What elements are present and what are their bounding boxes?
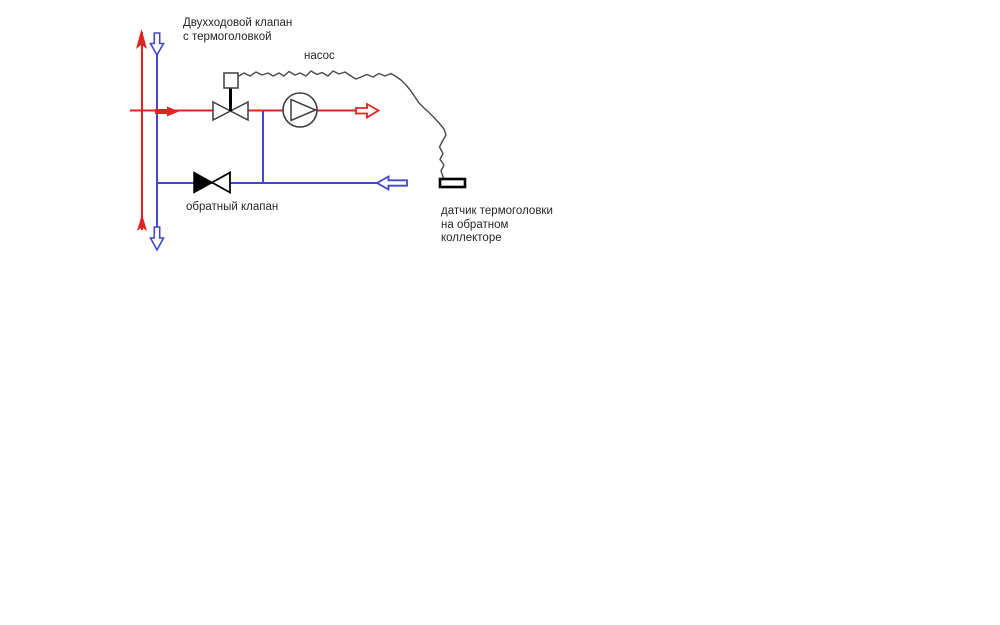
supply-outlet-arrow-icon [355, 102, 381, 120]
supply-riser [136, 29, 147, 231]
thermal-sensor-bulb-icon [438, 177, 467, 189]
two-way-valve-icon [212, 72, 249, 122]
supply-flow-right-arrow-icon [155, 106, 179, 117]
supply-flow-up-arrow-top-icon [136, 29, 147, 49]
valve-right-wedge [228, 100, 249, 122]
return-riser [149, 32, 165, 252]
supply-branch [130, 102, 381, 120]
supply-flow-up-arrow-bottom-icon [137, 214, 147, 231]
pump-body [282, 92, 318, 128]
return-flow-down-arrow-bottom-icon [149, 226, 165, 252]
capillary-tube-line [238, 70, 447, 179]
pump-impeller-triangle [290, 98, 318, 122]
check-valve-filled-wedge [193, 171, 214, 194]
label-check-valve: обратный клапан [186, 201, 279, 213]
label-two-way-valve: Двухходовой клапан с термоголовкой [183, 17, 293, 43]
return-inlet-arrow-icon [375, 174, 408, 192]
thermal-actuator-head-icon [223, 72, 239, 89]
check-valve-icon [193, 170, 231, 195]
check-valve-open-wedge [210, 170, 231, 195]
return-flow-down-arrow-top-icon [149, 32, 165, 57]
pump-icon [282, 92, 318, 128]
label-pump: насос [304, 50, 335, 62]
label-sensor: датчик термоголовки на обратном коллекто… [441, 205, 553, 244]
valve-left-wedge [212, 100, 233, 122]
